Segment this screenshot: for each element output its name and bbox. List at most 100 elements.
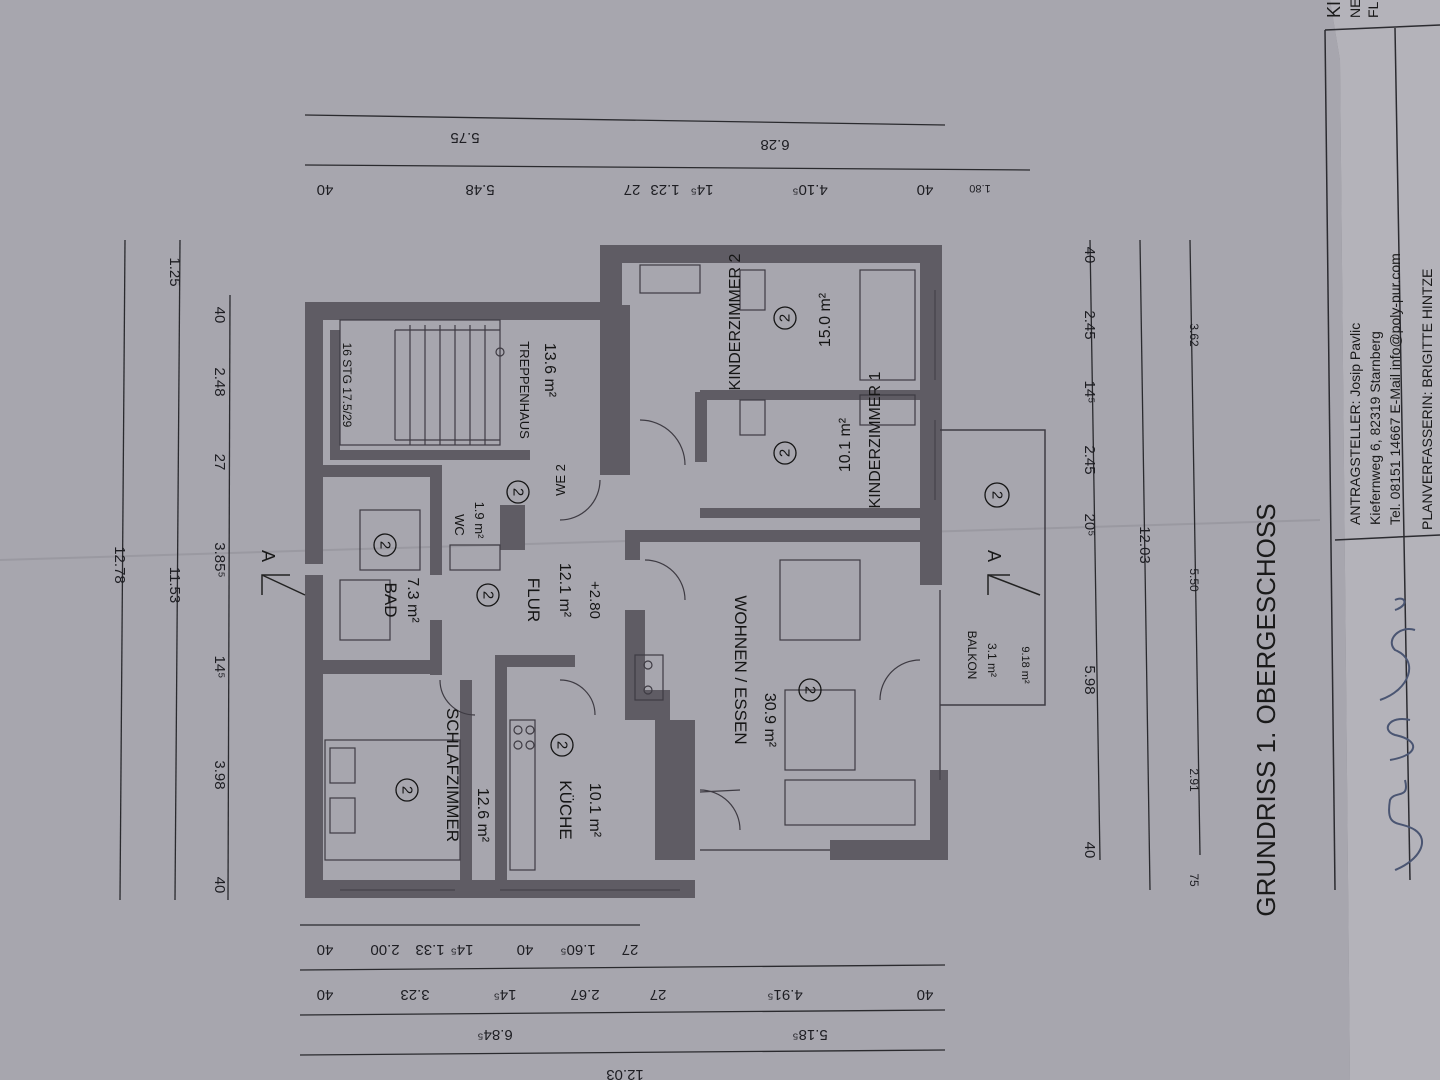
dim-left-row1-3: 14⁵ (451, 941, 474, 958)
dim-left-row1-1: 2.00 (370, 941, 399, 958)
wohnen-name: WOHNEN / ESSEN (731, 595, 750, 744)
dim-top-row3-5: 2.48 (211, 367, 228, 396)
corner-fragment-1: NE (1347, 0, 1363, 18)
corner-fragment-2: FL (1365, 1, 1381, 18)
schlafzimmer-area: 12.6 m² (474, 788, 491, 843)
room-labels: BAD 7.3 m² 2 WC 1.9 m² 2 WE 2 TREPPENHAU… (340, 253, 1031, 842)
dim-bottom-row2-1: 2.91 (1187, 768, 1201, 792)
kinder1-number: 2 (777, 449, 794, 457)
signature (1379, 597, 1424, 871)
flur-area: 12.1 m² (556, 563, 573, 618)
dim-top-row3-2: 14⁵ (211, 656, 228, 679)
flur-name: FLUR (524, 578, 543, 622)
dim-right-row1-4: 14⁵ (691, 181, 714, 198)
schlafzimmer-name: SCHLAFZIMMER (443, 708, 462, 842)
schlafzimmer-number: 2 (399, 786, 416, 794)
applicant-label: ANTRAGSTELLER: Josip Pavlic (1347, 323, 1363, 525)
walls (305, 245, 948, 898)
flur-number: 2 (480, 591, 497, 599)
section-marker-top (261, 574, 306, 596)
windows (340, 290, 941, 891)
dim-left-row2-3: 2.67 (570, 986, 599, 1003)
dimension-lines (119, 114, 1201, 1056)
treppenhaus-area: 13.6 m² (541, 343, 558, 398)
planner-partial: PLANVERFASSERIN: BRIGITTE HINTZE (1419, 269, 1435, 530)
dim-left-row1-2: 1.33 (415, 941, 444, 958)
kinder2-area: 15.0 m² (817, 292, 834, 347)
drawing-title: GRUNDRISS 1. OBERGESCHOSS (1251, 503, 1281, 916)
furniture (324, 264, 921, 871)
dim-left-total: 12.03 (606, 1066, 644, 1080)
dim-right-row1-3: 1.23 (650, 181, 679, 198)
section-marker-bottom (987, 574, 1041, 596)
balkon-number: 2 (989, 491, 1006, 499)
dim-right-row1-7: 1.80 (969, 182, 990, 194)
wohnen-circle (798, 678, 822, 702)
bad-circle (373, 533, 397, 557)
dim-top-row3-4: 27 (211, 454, 228, 471)
dim-right-row1-5: 4.10⁵ (792, 181, 827, 198)
kinder1-circle (773, 441, 797, 465)
dim-left-row1-5: 1.60⁵ (560, 941, 595, 958)
dim-top-row3-3: 3.85⁵ (211, 542, 228, 577)
bad-area: 7.3 m² (404, 577, 421, 623)
section-label-bottom: A (984, 550, 1004, 562)
section-label-top: A (258, 550, 278, 562)
kinder2-circle (773, 306, 797, 330)
dim-left-row2-0: 40 (317, 986, 334, 1003)
bad-name: BAD (381, 583, 400, 618)
balkon-name: BALKON (965, 631, 979, 680)
flur-level: +2.80 (586, 581, 603, 619)
applicant-street: Kiefernweg 6, 82319 Starnberg (1367, 331, 1383, 525)
flur-circle (476, 583, 500, 607)
applicant-block: ANTRAGSTELLER: Josip Pavlic Kiefernweg 6… (1347, 253, 1435, 530)
title-block-frame (1324, 24, 1440, 891)
dim-top-row2-0: 11.53 (166, 567, 183, 603)
staircase (339, 319, 505, 446)
dim-bottom-row1-5: 2.45 (1081, 310, 1098, 339)
dim-bottom-row2-2: 5.50 (1187, 568, 1201, 592)
dim-bottom-row2-0: 75 (1187, 873, 1201, 887)
bad-number: 2 (377, 541, 394, 549)
wohnen-number: 2 (802, 686, 819, 694)
treppenhaus-name: TREPPENHAUS (517, 341, 532, 439)
dim-top-row3-1: 3.98 (211, 760, 228, 789)
dim-bottom-row1-total: 12.03 (1136, 526, 1153, 564)
stair-label: 16 STG 17.5/29 (340, 343, 354, 428)
dim-left-row1-4: 40 (517, 941, 534, 958)
applicant-contact: Tel. 08151 14667 E-Mail info@poly-pur.co… (1387, 253, 1403, 525)
kinder2-number: 2 (777, 314, 794, 322)
balkon-sub: 9.18 m² (1019, 646, 1031, 684)
wc-circle (506, 480, 530, 504)
dim-left-row1-6: 27 (622, 941, 639, 958)
dim-right-row2-1: 6.28 (760, 136, 789, 153)
dim-top-row2-1: 1.25 (166, 257, 183, 286)
kueche-number: 2 (554, 741, 571, 749)
kinder1-area: 10.1 m² (837, 417, 854, 472)
dim-bottom-row1-0: 40 (1081, 842, 1098, 859)
kinder1-name: KINDERZIMMER 1 (867, 371, 884, 508)
dim-right-row2-0: 5.75 (450, 129, 479, 146)
dim-right-row1-6: 40 (917, 181, 934, 198)
dim-right-row1-0: 40 (317, 181, 334, 198)
dim-left-row2-5: 4.91⁵ (767, 986, 802, 1003)
dimension-texts: 12.78 11.53 1.25 40 3.98 14⁵ 3.85⁵ 27 2.… (111, 129, 1201, 1080)
dim-bottom-row2-3: 3.62 (1187, 323, 1201, 347)
wc-name: WC (452, 514, 467, 536)
dim-bottom-row1-3: 2.45 (1081, 445, 1098, 474)
balcony-outline (940, 429, 1046, 706)
dim-right-row1-2: 27 (624, 181, 641, 198)
kueche-circle (550, 733, 574, 757)
dim-top-row3-6: 40 (211, 307, 228, 324)
corner-fragment-0: KI (1324, 1, 1344, 18)
dim-left-row2-4: 27 (650, 986, 667, 1003)
dim-left-row2-2: 14⁵ (494, 986, 517, 1003)
dim-bottom-row1-2: 20⁵ (1081, 514, 1098, 537)
kueche-name: KÜCHE (556, 780, 575, 840)
dim-top-row3-0: 40 (211, 877, 228, 894)
wohnen-area: 30.9 m² (761, 693, 778, 748)
we-label: WE 2 (553, 464, 568, 496)
kinder2-name: KINDERZIMMER 2 (727, 253, 744, 390)
